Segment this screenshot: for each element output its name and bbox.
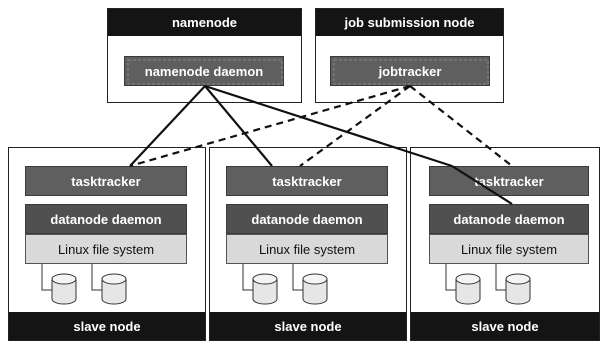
disk-icon [51,273,77,305]
namenode-box: namenode namenode daemon [107,8,302,103]
tasktracker-1: tasktracker [25,166,187,196]
slave-node-footer-2: slave node [210,312,406,340]
job-submission-node-box: job submission node jobtracker [315,8,504,103]
slave-node-2: tasktracker datanode daemon Linux file s… [209,147,407,341]
slave-node-footer-1: slave node [9,312,205,340]
linux-fs-3: Linux file system [429,234,589,264]
disk-icon [252,273,278,305]
disk-links-3 [445,264,506,291]
link-jobtracker-slave3 [409,85,513,167]
tasktracker-2: tasktracker [226,166,388,196]
disk-links-2 [242,264,303,291]
disk-icon [455,273,481,305]
disk-icon [505,273,531,305]
namenode-daemon-inner-frame [127,59,283,85]
namenode-title: namenode [108,9,301,36]
namenode-daemon-label: namenode daemon [144,63,264,79]
disk-icon [101,273,127,305]
link-jobtracker-slave2 [299,85,411,167]
link-namenode-slave3-a [204,84,453,168]
jobtracker-daemon: jobtracker [330,56,490,86]
jobtracker-label: jobtracker [378,63,442,79]
linux-fs-1: Linux file system [25,234,187,264]
jobtracker-connections [129,84,513,168]
disk-links-1 [41,264,102,291]
disk-icon [302,273,328,305]
tasktracker-3: tasktracker [429,166,589,196]
datanode-daemon-2: datanode daemon [226,204,388,234]
datanode-daemon-3: datanode daemon [429,204,589,234]
linux-fs-2: Linux file system [226,234,388,264]
slave-node-footer-3: slave node [411,312,599,340]
namenode-connections [129,84,513,205]
datanode-daemon-1: datanode daemon [25,204,187,234]
jobtracker-inner-frame [333,59,489,85]
job-submission-node-title: job submission node [316,9,503,36]
slave-node-1: tasktracker datanode daemon Linux file s… [8,147,206,341]
link-jobtracker-slave1 [129,84,411,168]
link-namenode-slave3-b [451,165,513,205]
link-namenode-slave1 [129,85,206,167]
link-namenode-slave2 [204,85,273,167]
slave-node-3: tasktracker datanode daemon Linux file s… [410,147,600,341]
